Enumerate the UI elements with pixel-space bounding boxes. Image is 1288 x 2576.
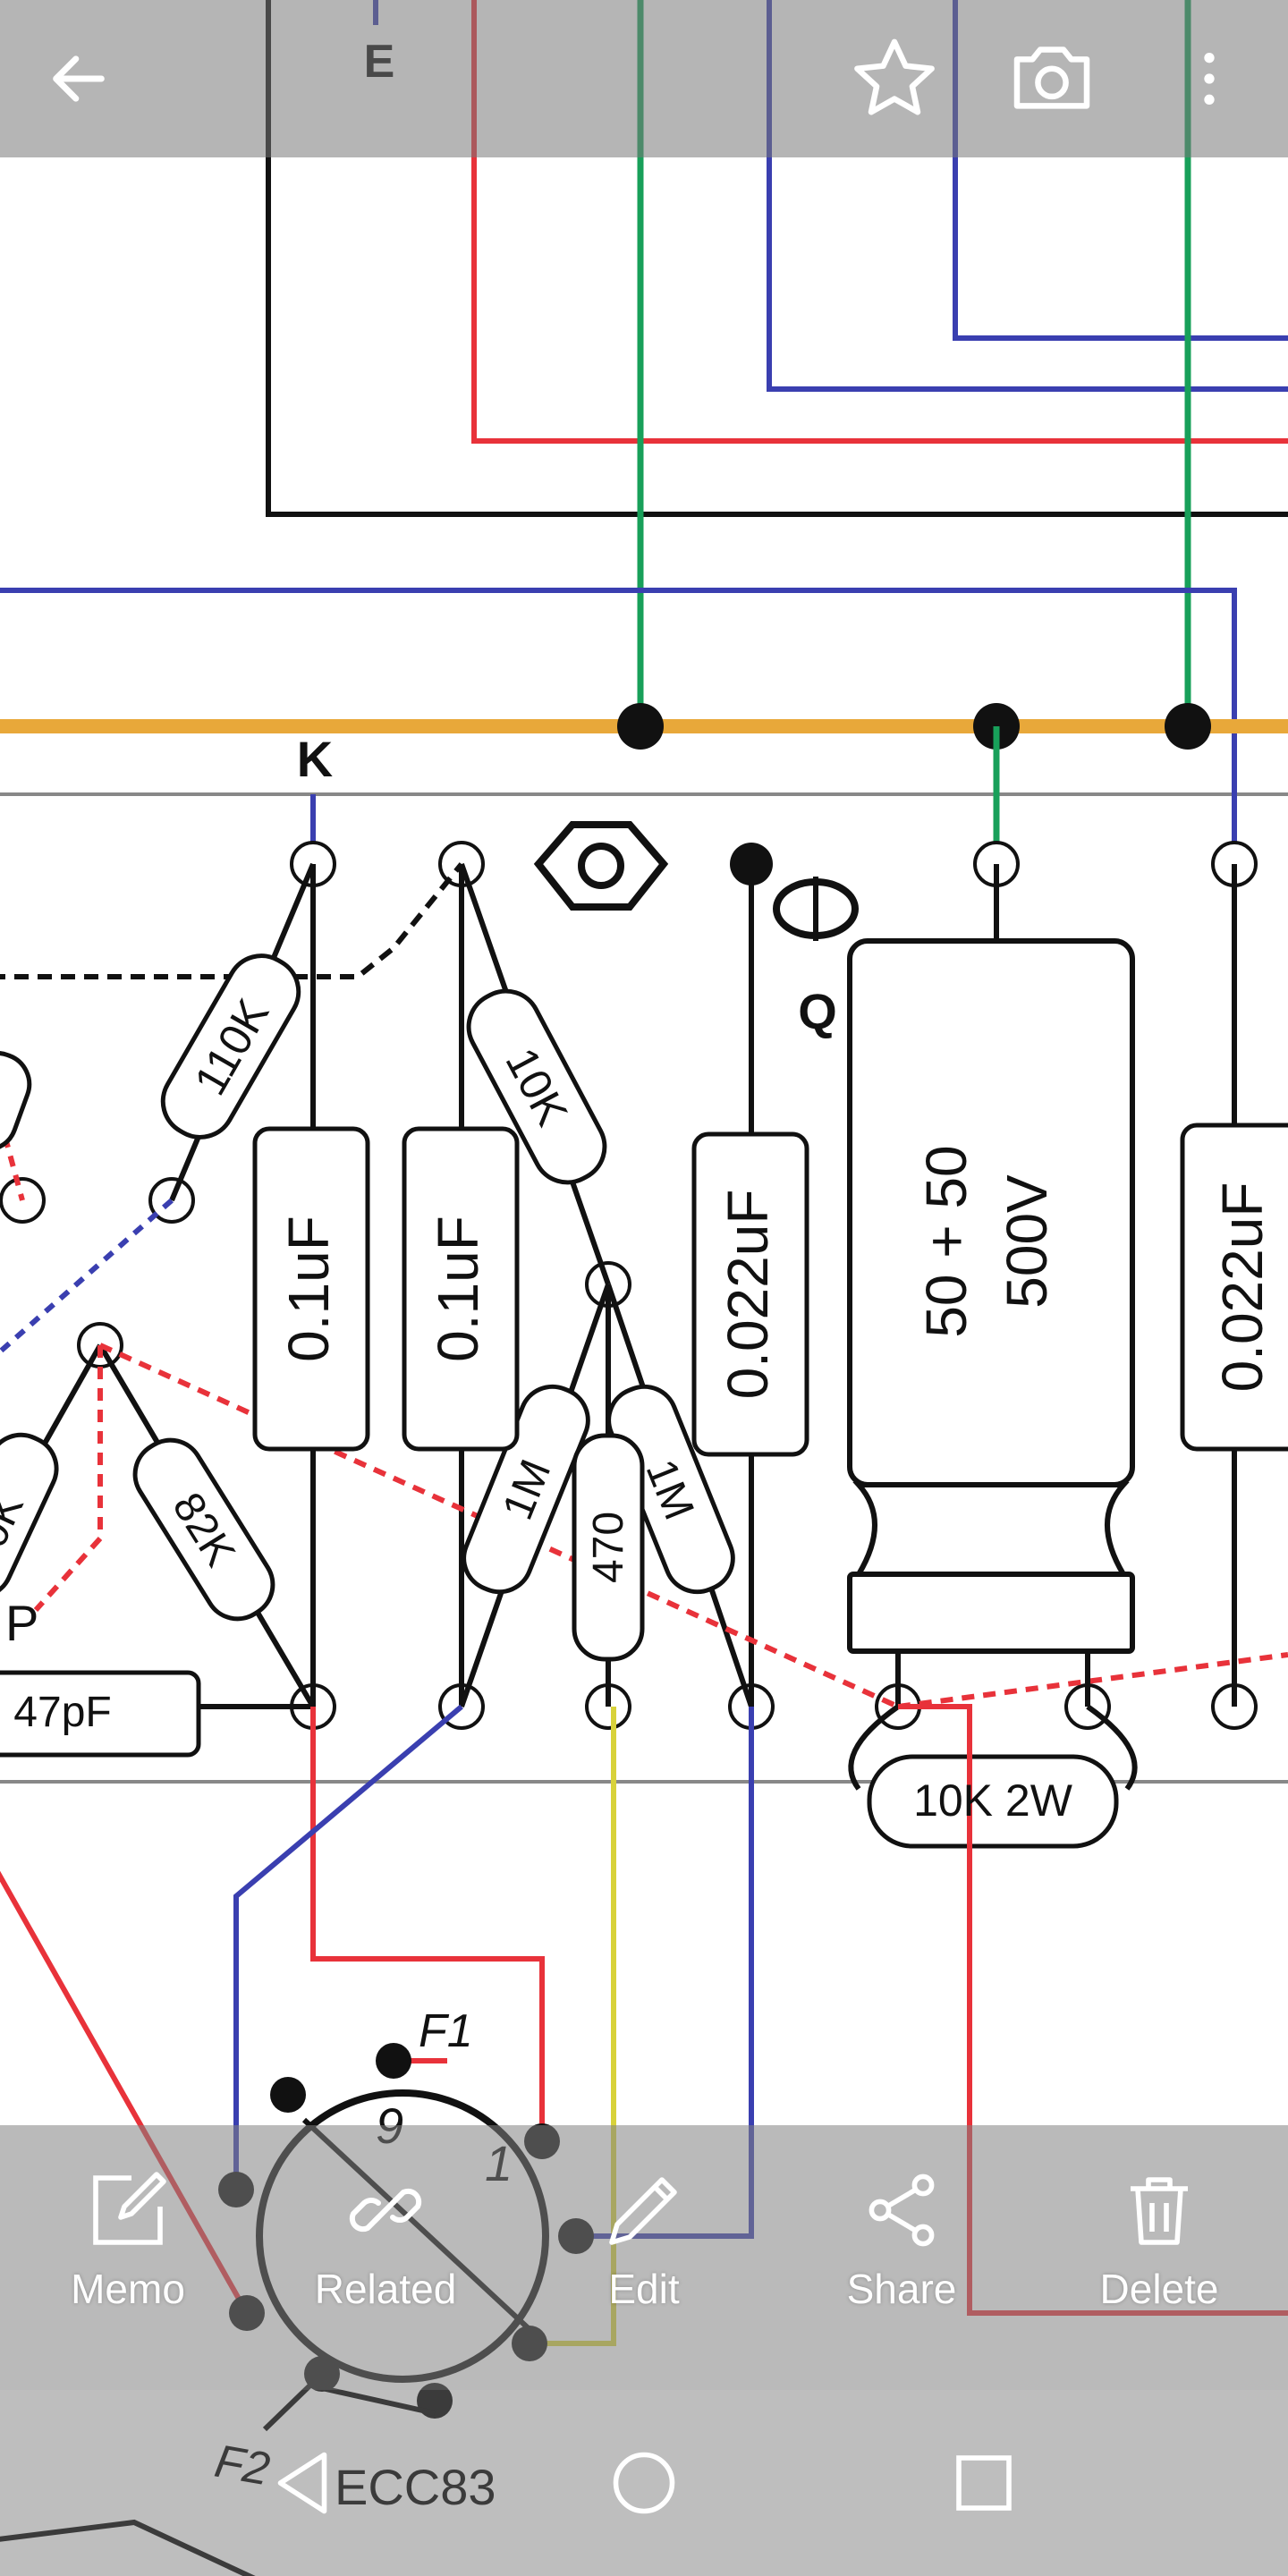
memo-icon (85, 2167, 171, 2253)
label-k: K (297, 731, 333, 787)
favorite-button[interactable] (841, 25, 948, 132)
nav-back-icon (265, 2445, 340, 2521)
label-cap-b: 0.1uF (426, 1216, 490, 1362)
memo-label: Memo (71, 2265, 185, 2313)
nav-home-button[interactable] (590, 2429, 698, 2537)
delete-button[interactable]: Delete (1061, 2161, 1258, 2367)
share-label: Share (847, 2265, 957, 2313)
nav-recents-icon (946, 2445, 1021, 2521)
edit-button[interactable]: Edit (546, 2161, 742, 2367)
label-47pf: 47pF (13, 1689, 111, 1736)
label-p: P (5, 1595, 38, 1651)
label-cap-big-2: 500V (995, 1174, 1059, 1309)
share-button[interactable]: Share (803, 2161, 1000, 2367)
pencil-icon (601, 2167, 687, 2253)
top-app-bar (0, 0, 1288, 157)
memo-button[interactable]: Memo (30, 2161, 226, 2367)
label-cap-big-1: 50 + 50 (914, 1145, 979, 1337)
label-470: 470 (585, 1512, 632, 1583)
system-navigation-bar (0, 2390, 1288, 2576)
delete-label: Delete (1100, 2265, 1219, 2313)
related-label: Related (315, 2265, 457, 2313)
label-10k-2w: 10K 2W (913, 1775, 1073, 1826)
link-icon (343, 2167, 428, 2253)
nav-recents-button[interactable] (930, 2429, 1038, 2537)
label-cap-a: 0.1uF (276, 1216, 341, 1362)
more-options-button[interactable] (1156, 25, 1263, 132)
label-cap-d: 0.022uF (1210, 1182, 1275, 1393)
bottom-action-bar: Memo Related Edit Share (0, 2125, 1288, 2390)
camera-icon (1005, 32, 1098, 125)
label-cap-c: 0.022uF (716, 1190, 780, 1400)
nav-back-button[interactable] (249, 2429, 356, 2537)
label-q: Q (798, 983, 837, 1039)
star-icon (848, 32, 941, 125)
label-f1: F1 (419, 2005, 473, 2057)
trash-icon (1116, 2167, 1202, 2253)
nav-home-icon (606, 2445, 682, 2521)
related-button[interactable]: Related (287, 2161, 484, 2367)
more-vert-icon (1174, 43, 1245, 114)
back-button[interactable] (25, 25, 132, 132)
edit-label: Edit (608, 2265, 679, 2313)
share-icon (859, 2167, 945, 2253)
camera-button[interactable] (998, 25, 1106, 132)
arrow-left-icon (45, 45, 113, 113)
